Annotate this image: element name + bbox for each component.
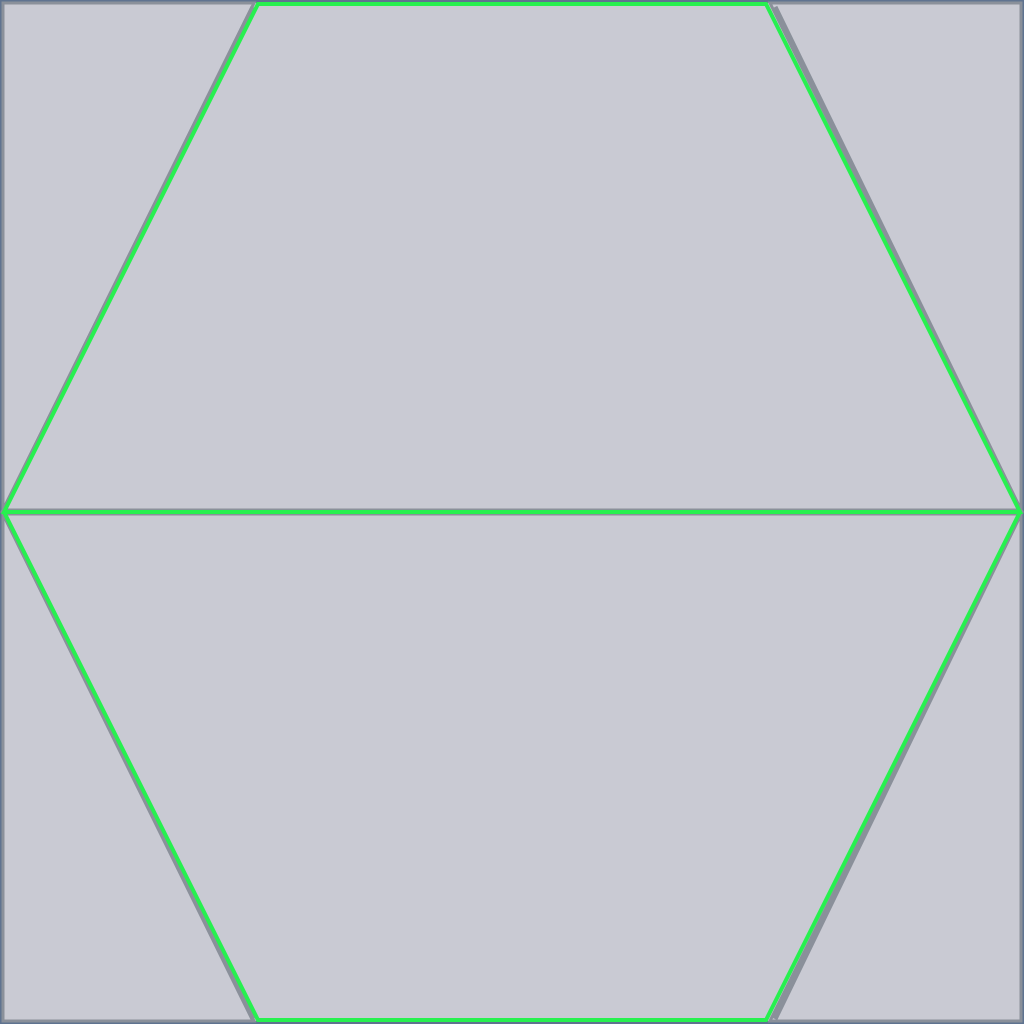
lower-trapezoid-outline <box>2 511 1022 1022</box>
